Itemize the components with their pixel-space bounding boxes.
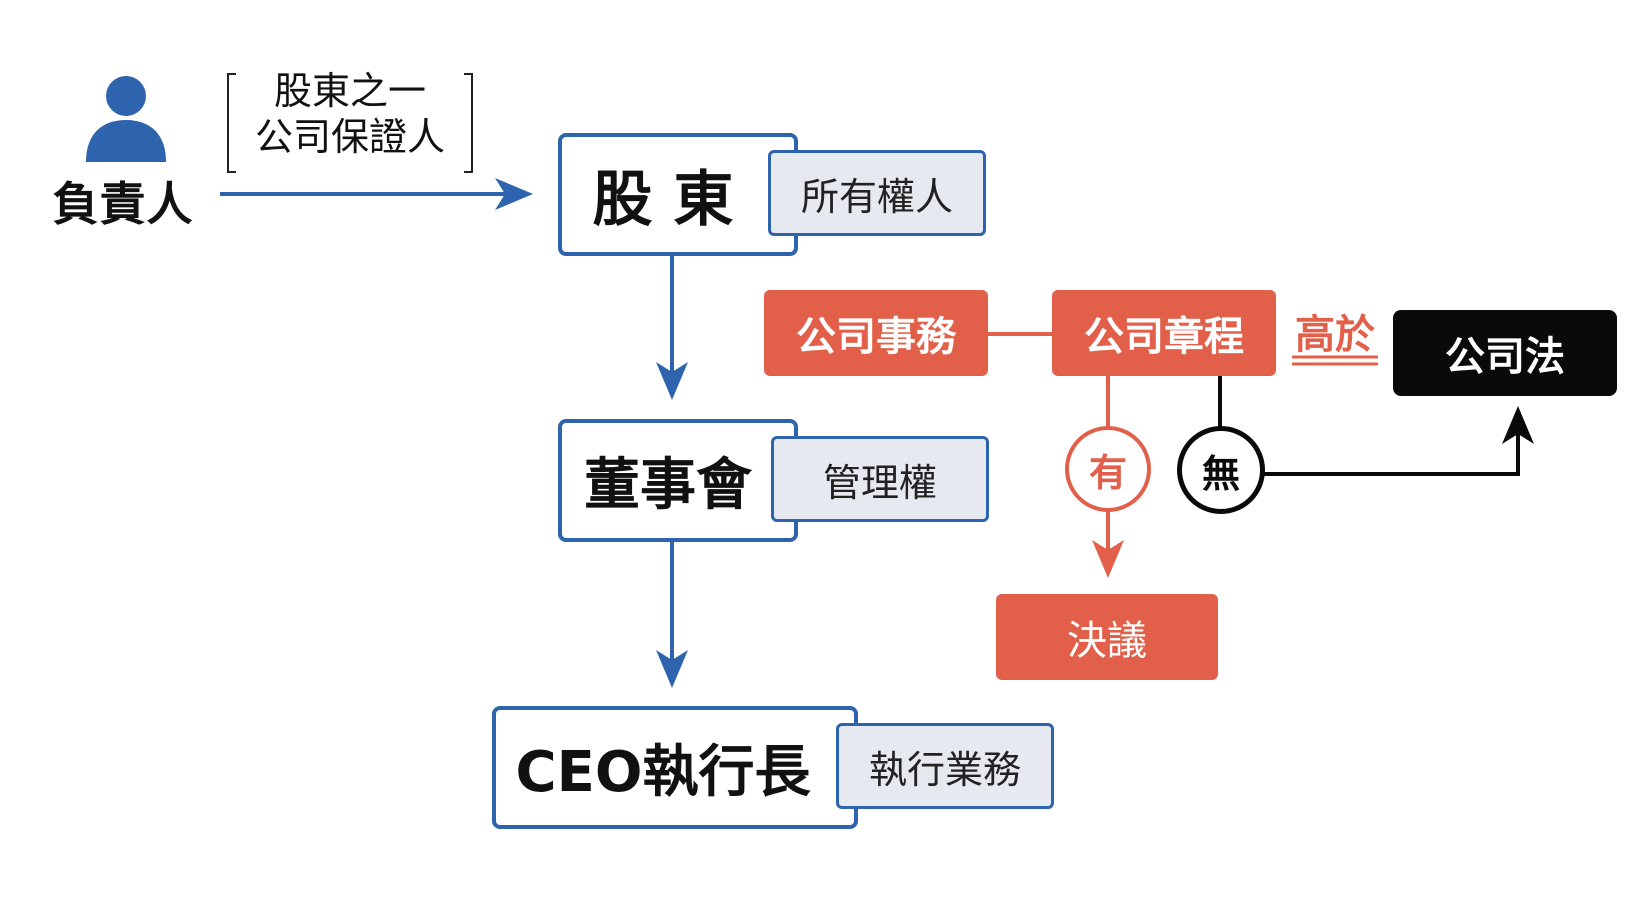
articles-label: 公司章程 — [1084, 314, 1244, 360]
none-label: 無 — [1201, 451, 1240, 496]
board-title: 董事會 — [584, 453, 752, 518]
none-circle: 無 — [1177, 426, 1265, 514]
company-law-label: 公司法 — [1445, 334, 1565, 380]
higher-than-label: 高於 — [1295, 312, 1375, 358]
arrowhead-resolution — [1092, 540, 1124, 578]
board-role: 管理權 — [822, 460, 937, 505]
shareholders-role-tag: 所有權人 — [768, 150, 986, 236]
arrow-none-to-company-law — [1262, 428, 1520, 476]
arrowhead-shareholders — [495, 178, 533, 210]
note-bracket-left — [227, 73, 236, 173]
note-line-1: 股東之一 — [273, 69, 426, 113]
arrowhead-company-law — [1502, 406, 1534, 444]
has-circle: 有 — [1065, 426, 1151, 512]
ceo-role-tag: 執行業務 — [836, 723, 1054, 809]
company-affairs-label: 公司事務 — [796, 314, 956, 360]
resolution-label: 決議 — [1067, 618, 1147, 664]
note: 股東之一 公司保證人 — [225, 68, 475, 178]
shareholders-title: 股 東 — [592, 165, 734, 235]
person-icon — [86, 76, 166, 162]
shareholders-role: 所有權人 — [800, 174, 953, 219]
ceo-box: CEO執行長 — [492, 706, 858, 829]
note-line-2: 公司保證人 — [254, 115, 445, 159]
person-label: 負責人 — [52, 177, 194, 231]
has-label: 有 — [1088, 450, 1127, 495]
note-bracket-right — [464, 73, 473, 173]
board-role-tag: 管理權 — [771, 436, 989, 522]
ceo-role: 執行業務 — [868, 747, 1021, 792]
company-law-box: 公司法 — [1393, 310, 1617, 396]
company-affairs-box: 公司事務 — [764, 290, 988, 376]
arrowhead-ceo — [656, 650, 688, 688]
arrowhead-board — [656, 362, 688, 400]
articles-box: 公司章程 — [1052, 290, 1276, 376]
resolution-box: 決議 — [996, 594, 1218, 680]
board-box: 董事會 — [558, 419, 798, 542]
ceo-title: CEO執行長 — [515, 740, 811, 805]
shareholders-box: 股 東 — [558, 133, 798, 256]
